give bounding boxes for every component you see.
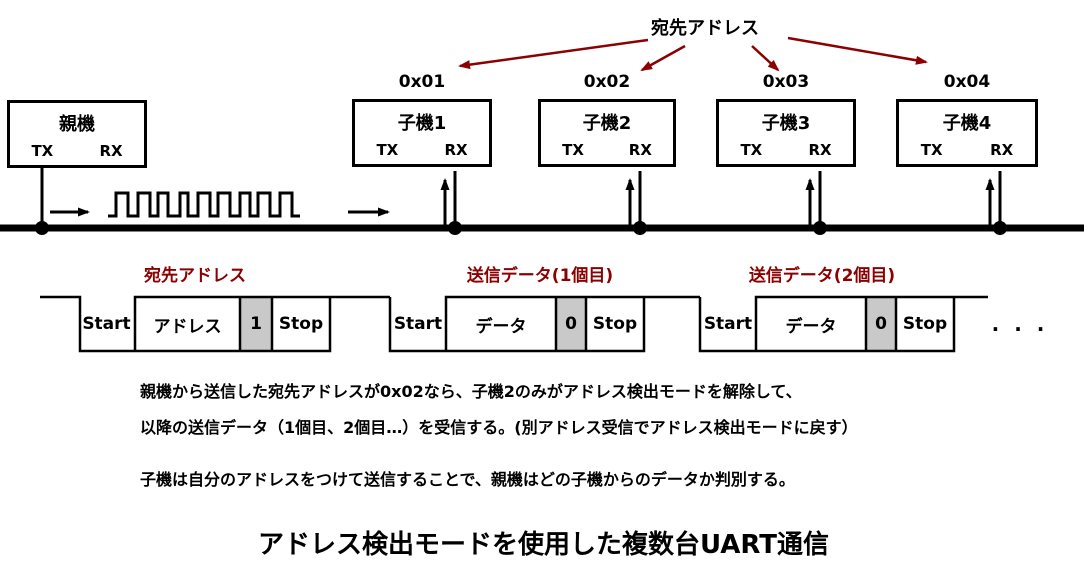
note-line-3: 子機は自分のアドレスをつけて送信することで、親機はどの子機からのデータか判別する… — [140, 470, 795, 489]
bus-node-slave4 — [993, 221, 1007, 235]
bus-node-slave2 — [633, 221, 647, 235]
slave2-tx-pin: TX — [562, 141, 584, 159]
slave2-device-box: 子機2 TX RX — [538, 99, 676, 167]
diagram-title: アドレス検出モードを使用した複数台UART通信 — [257, 530, 830, 560]
frame3-address-flag-bit: 0 — [875, 314, 887, 334]
uart-frames — [40, 295, 988, 353]
arrow-to-0x01 — [458, 38, 649, 70]
frame1-bit-cell-fill — [240, 297, 272, 351]
frame1-outline — [40, 295, 390, 353]
arrow-to-0x04 — [787, 36, 928, 65]
slave3-rx-pin: RX — [808, 141, 832, 159]
frame3-data-field: データ — [785, 316, 837, 337]
slave1-device-box: 子機1 TX RX — [352, 99, 492, 167]
destination-arrows — [458, 36, 928, 72]
master-signal — [40, 168, 390, 225]
note-line-2: 以降の送信データ（1個目、2個目…）を受信する。(別アドレス受信でアドレス検出モ… — [140, 418, 858, 437]
slave3-address: 0x03 — [762, 72, 810, 92]
frame1-start-bit: Start — [82, 314, 131, 334]
master-device-box: 親機 TX RX — [7, 100, 147, 168]
bus-node-master — [35, 221, 49, 235]
frame3-start-bit: Start — [703, 314, 753, 334]
slave3-device-box: 子機3 TX RX — [716, 99, 856, 167]
destination-address-label: 宛先アドレス — [651, 18, 759, 39]
note-line-1: 親機から送信した宛先アドレスが0x02なら、子機2のみがアドレス検出モードを解除… — [140, 382, 802, 401]
slave3-name: 子機3 — [761, 113, 811, 134]
slave1-tx-pin: TX — [376, 141, 399, 159]
frame3-outline — [698, 295, 988, 353]
master-name: 親機 — [59, 114, 95, 135]
frame2-outline — [388, 295, 700, 353]
square-wave — [108, 191, 300, 218]
slave1-name: 子機1 — [397, 113, 447, 134]
frame2-start-bit: Start — [393, 314, 443, 334]
slave4-name: 子機4 — [942, 113, 992, 134]
bus — [0, 221, 1084, 235]
slave-rx-arrows — [440, 171, 1002, 225]
slave2-name: 子機2 — [582, 113, 632, 134]
frame2-stop-bit: Stop — [592, 314, 638, 334]
frame2-data-field: データ — [475, 316, 527, 337]
slave4-device-box: 子機4 TX RX — [896, 99, 1038, 167]
frame3-bit-cell-fill — [866, 297, 896, 351]
frame3-label: 送信データ(2個目) — [748, 266, 896, 286]
slave4-rx-pin: RX — [990, 141, 1014, 159]
arrow-to-0x03 — [751, 45, 780, 72]
frame1-data-field: アドレス — [153, 316, 222, 337]
slave2-address: 0x02 — [583, 72, 631, 92]
slave3-tx-pin: TX — [740, 141, 763, 159]
frame1-label: 宛先アドレス — [144, 266, 246, 286]
bus-node-slave1 — [448, 221, 462, 235]
frame3-stop-bit: Stop — [902, 314, 948, 334]
frame2-label: 送信データ(1個目) — [466, 266, 614, 286]
continuation-ellipsis: . . . — [991, 312, 1049, 336]
frame1-address-flag-bit: 1 — [250, 314, 262, 334]
slave1-address: 0x01 — [398, 72, 446, 92]
slave2-rx-pin: RX — [628, 141, 652, 159]
slave4-tx-pin: TX — [920, 141, 943, 159]
frame2-bit-cell-fill — [556, 297, 586, 351]
master-tx-pin: TX — [31, 142, 54, 160]
slave1-rx-pin: RX — [444, 141, 468, 159]
frame1-stop-bit: Stop — [278, 314, 324, 334]
arrow-to-0x02 — [640, 44, 686, 72]
bus-node-slave3 — [813, 221, 827, 235]
frame2-address-flag-bit: 0 — [565, 314, 577, 334]
slave4-address: 0x04 — [943, 72, 991, 92]
master-rx-pin: RX — [99, 142, 123, 160]
